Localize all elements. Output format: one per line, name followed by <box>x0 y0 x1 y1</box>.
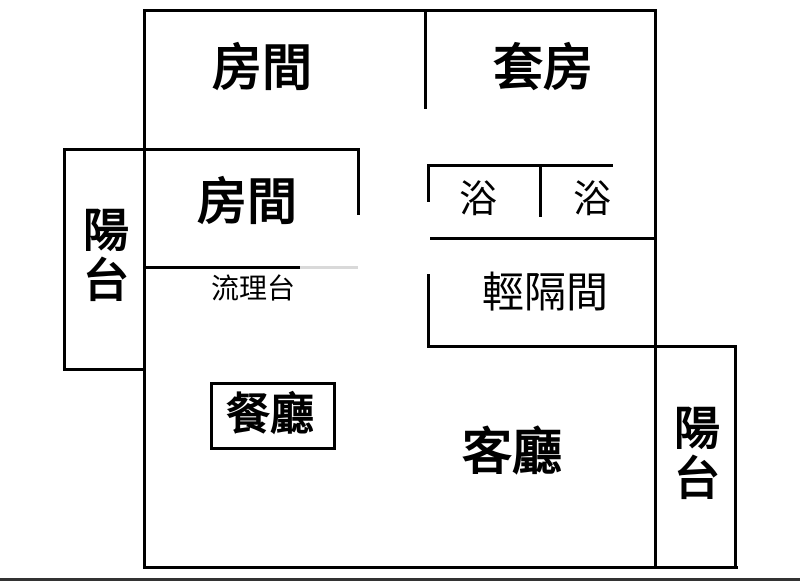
room-label-bath-right: 浴 <box>573 177 612 221</box>
room-label-suite: 套房 <box>493 39 593 97</box>
wall-outer-top <box>143 9 657 12</box>
watermark-mask <box>300 262 410 332</box>
wall-outer-bottom <box>143 566 738 569</box>
wall-balcony-right-top <box>654 345 736 348</box>
room-label-balcony-left: 陽台 <box>76 206 130 306</box>
room-label-kitchen-counter: 流理台 <box>211 272 296 305</box>
room-label-living: 客廳 <box>462 423 562 481</box>
wall-balcony-right-side <box>734 345 737 569</box>
wall-bedroom2-right <box>357 148 360 215</box>
wall-bath-bottom <box>430 237 656 240</box>
room-label-bedroom-middle: 房間 <box>197 173 297 231</box>
wall-partition-bottom <box>427 345 657 348</box>
room-label-dining: 餐廳 <box>226 389 314 440</box>
room-label-bath-left: 浴 <box>459 177 498 221</box>
image-bottom-border <box>0 578 800 581</box>
balcony-left-outline <box>63 148 146 371</box>
room-label-balcony-right: 陽台 <box>667 404 721 504</box>
room-label-bedroom-top: 房間 <box>212 39 312 97</box>
wall-bedroom2-bottom <box>143 266 358 269</box>
wall-bath-left <box>427 164 430 202</box>
wall-bedroom-suite <box>424 9 427 109</box>
wall-partition-left <box>427 274 430 348</box>
wall-bath-top <box>427 164 613 167</box>
wall-bath-divider <box>539 164 542 217</box>
dining-outline <box>210 382 336 450</box>
wall-outer-right-upper <box>654 9 657 569</box>
room-label-partition: 輕隔間 <box>482 268 609 317</box>
wall-bedroom2-top <box>143 148 359 151</box>
